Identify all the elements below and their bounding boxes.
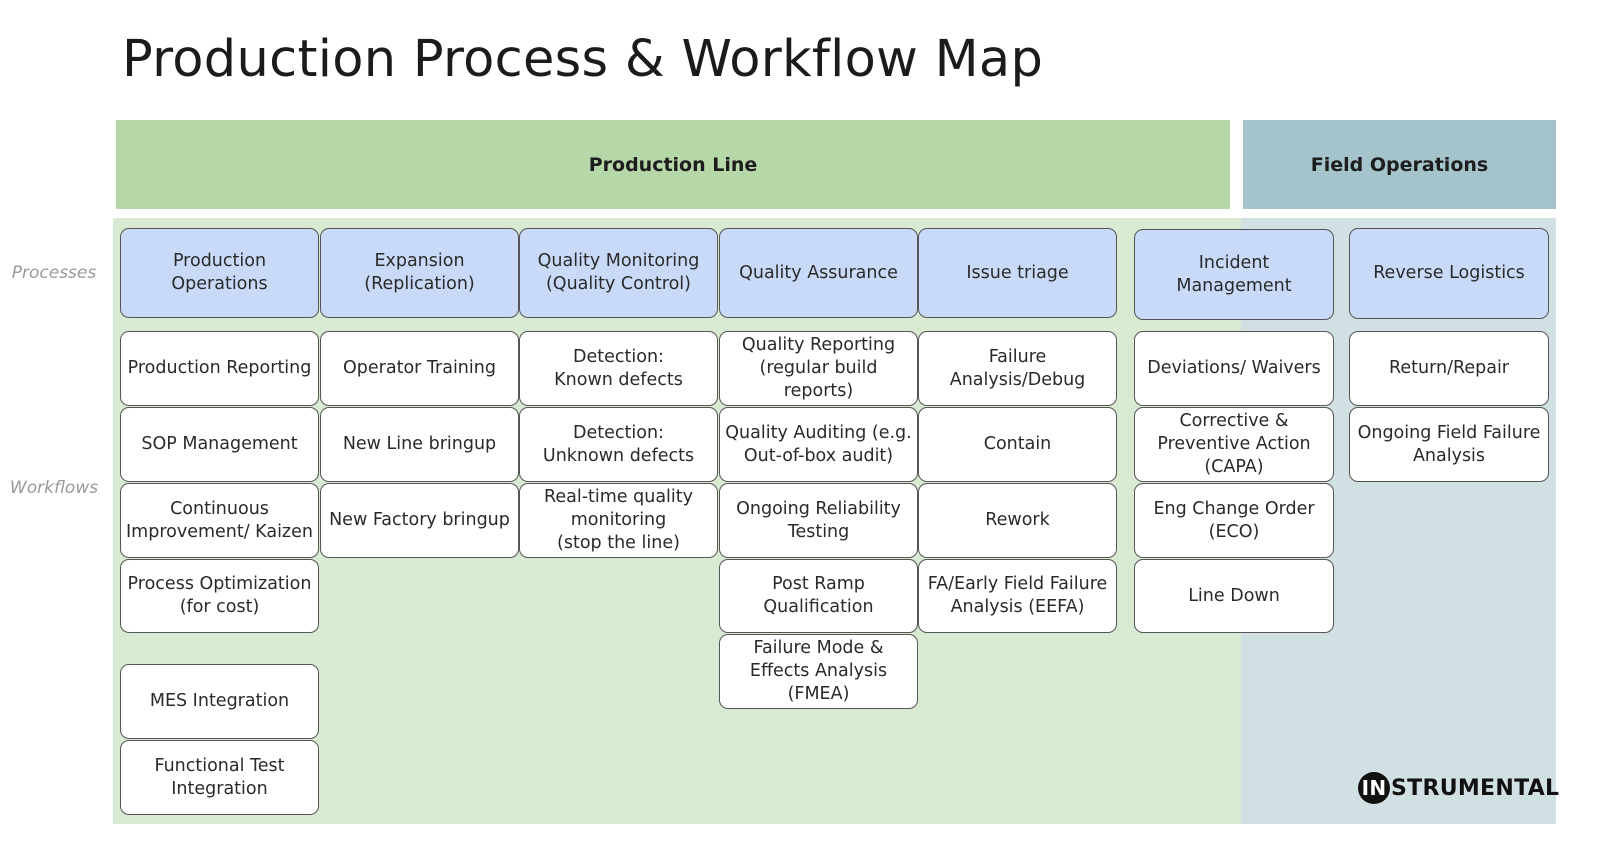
workflow-sop-management: SOP Management xyxy=(120,407,319,482)
production-line-header: Production Line xyxy=(116,120,1230,209)
workflow-new-line-bringup: New Line bringup xyxy=(320,407,519,482)
instrumental-logo: IN STRUMENTAL xyxy=(1358,771,1559,805)
workflow-continuous-improvement: Continuous Improvement/ Kaizen xyxy=(120,483,319,558)
workflow-fmea: Failure Mode & Effects Analysis (FMEA) xyxy=(719,634,918,709)
workflow-mes-integration: MES Integration xyxy=(120,664,319,739)
workflow-operator-training: Operator Training xyxy=(320,331,519,406)
workflow-capa: Corrective & Preventive Action (CAPA) xyxy=(1134,407,1334,482)
workflow-new-factory-bringup: New Factory bringup xyxy=(320,483,519,558)
process-issue-triage: Issue triage xyxy=(918,228,1117,318)
workflow-detection-unknown-defects: Detection: Unknown defects xyxy=(519,407,718,482)
process-production-operations: Production Operations xyxy=(120,228,319,318)
field-operations-header: Field Operations xyxy=(1243,120,1556,209)
workflow-post-ramp-qualification: Post Ramp Qualification xyxy=(719,559,918,633)
workflow-contain: Contain xyxy=(918,407,1117,482)
workflow-quality-reporting: Quality Reporting (regular build reports… xyxy=(719,331,918,406)
workflow-ongoing-reliability-testing: Ongoing Reliability Testing xyxy=(719,483,918,558)
process-expansion: Expansion (Replication) xyxy=(320,228,519,318)
workflow-failure-analysis-debug: Failure Analysis/Debug xyxy=(918,331,1117,406)
field-operations-label: Field Operations xyxy=(1310,153,1489,176)
process-quality-assurance: Quality Assurance xyxy=(719,228,918,318)
workflow-rework: Rework xyxy=(918,483,1117,558)
workflow-detection-known-defects: Detection: Known defects xyxy=(519,331,718,406)
logo-text: STRUMENTAL xyxy=(1391,775,1560,801)
workflow-ongoing-field-failure-analysis: Ongoing Field Failure Analysis xyxy=(1349,407,1549,482)
workflow-line-down: Line Down xyxy=(1134,559,1334,633)
workflow-functional-test-integration: Functional Test Integration xyxy=(120,740,319,815)
workflow-early-field-failure-analysis: FA/Early Field Failure Analysis (EEFA) xyxy=(918,559,1117,633)
logo-mark: IN xyxy=(1358,772,1390,804)
workflow-return-repair: Return/Repair xyxy=(1349,331,1549,406)
workflow-quality-auditing: Quality Auditing (e.g. Out-of-box audit) xyxy=(719,407,918,482)
workflow-realtime-quality-monitoring: Real-time quality monitoring (stop the l… xyxy=(519,483,718,558)
page-title: Production Process & Workflow Map xyxy=(122,30,1044,89)
workflow-deviations-waivers: Deviations/ Waivers xyxy=(1134,331,1334,406)
process-reverse-logistics: Reverse Logistics xyxy=(1349,228,1549,319)
workflow-production-reporting: Production Reporting xyxy=(120,331,319,406)
production-line-label: Production Line xyxy=(588,153,758,176)
process-incident-management: Incident Management xyxy=(1134,229,1334,320)
processes-row-label: Processes xyxy=(11,263,97,283)
workflow-eng-change-order: Eng Change Order (ECO) xyxy=(1134,483,1334,558)
process-quality-monitoring: Quality Monitoring (Quality Control) xyxy=(519,228,718,318)
workflows-row-label: Workflows xyxy=(9,478,99,498)
workflow-process-optimization: Process Optimization (for cost) xyxy=(120,559,319,633)
